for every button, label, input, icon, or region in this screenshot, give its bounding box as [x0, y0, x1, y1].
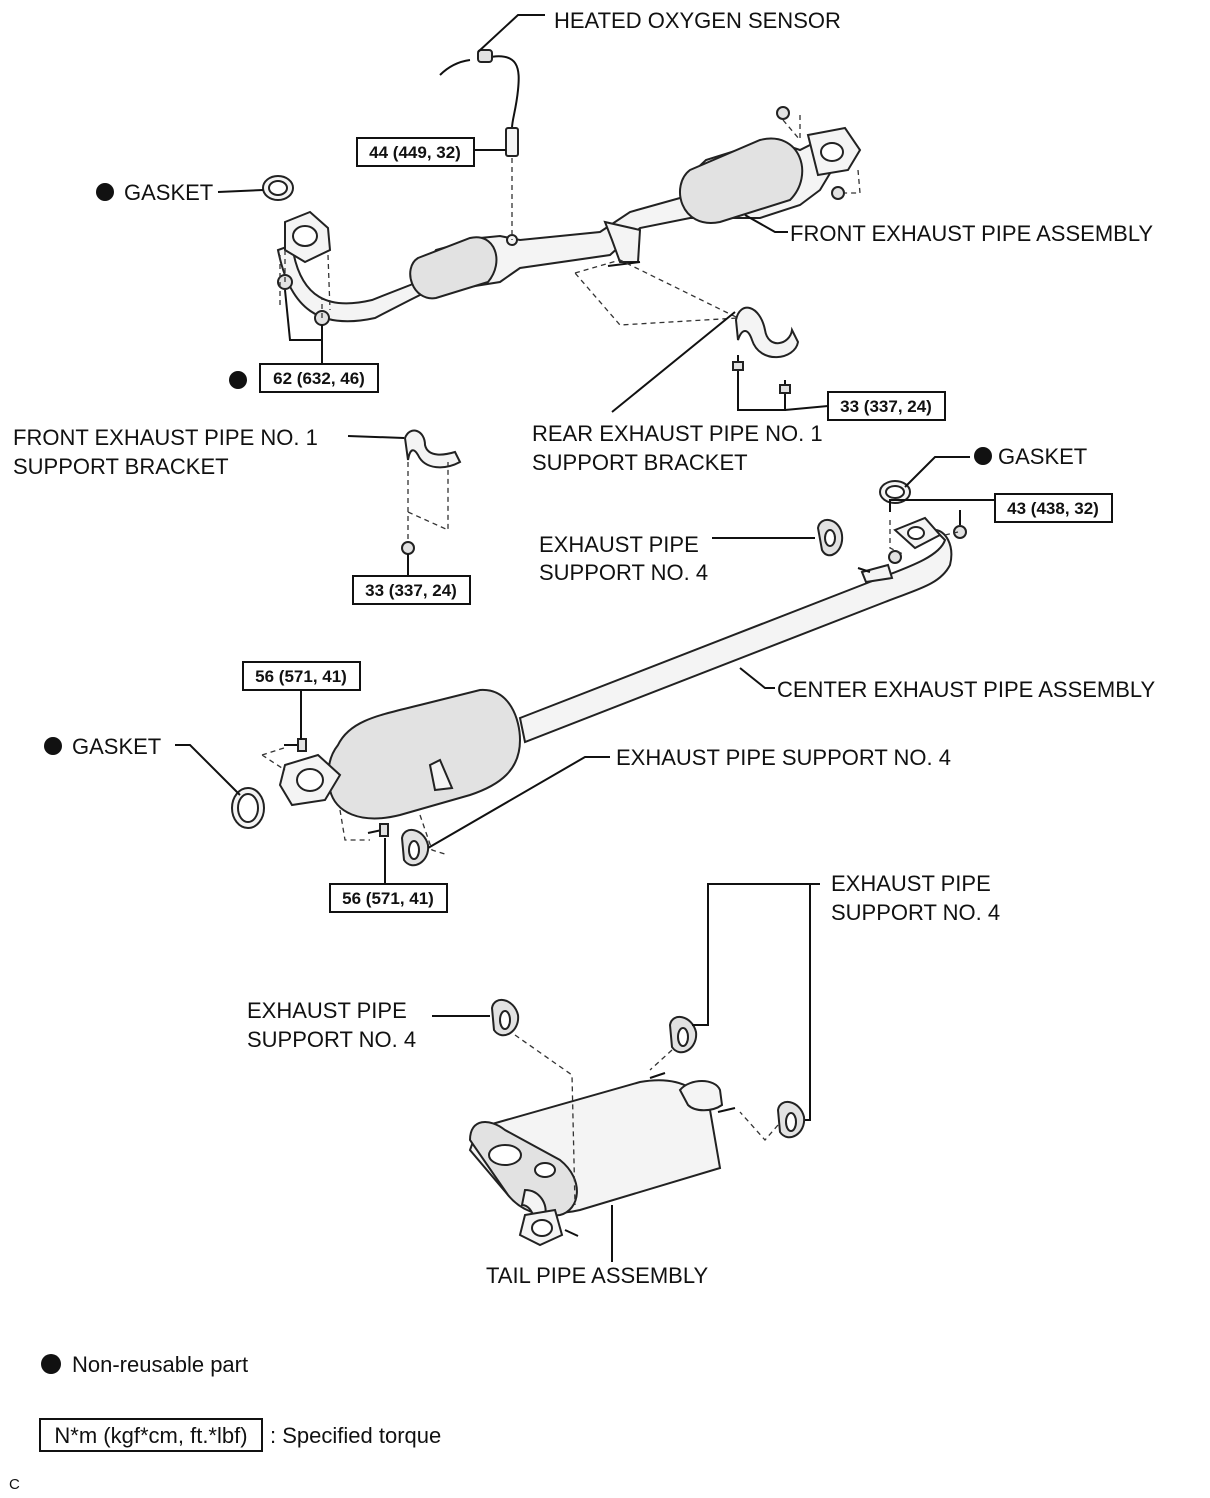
label-tail-pipe-assembly: TAIL PIPE ASSEMBLY: [486, 1263, 708, 1288]
label-heated-oxygen-sensor: HEATED OXYGEN SENSOR: [554, 8, 841, 33]
exhaust-pipe-support-no4-tail-left: [490, 999, 520, 1037]
label-front-exhaust-pipe-assembly: FRONT EXHAUST PIPE ASSEMBLY: [790, 221, 1153, 246]
label-support-no4-c-1: EXHAUST PIPE: [831, 871, 991, 896]
front-support-bracket-drawing: [401, 429, 462, 555]
torque-box-rear-flange-top: 56 (571, 41): [242, 661, 361, 691]
label-support-no4-a-1: EXHAUST PIPE: [539, 532, 699, 557]
nonreusable-dot-gasket-front: [96, 183, 114, 201]
torque-front-bracket-value: 33 (337, 24): [365, 581, 457, 600]
torque-center-front-flange-value: 43 (438, 32): [1007, 499, 1099, 518]
legend-torque-box: [39, 1418, 263, 1452]
label-support-no4-d-2: SUPPORT NO. 4: [247, 1027, 416, 1052]
leader-lines: [175, 14, 995, 1262]
torque-sensor-value: 44 (449, 32): [369, 143, 461, 162]
exhaust-pipe-support-no4-tail-mid: [668, 1016, 698, 1054]
label-rear-support-bracket-2: SUPPORT BRACKET: [532, 450, 748, 475]
label-support-no4-a-2: SUPPORT NO. 4: [539, 560, 708, 585]
label-center-exhaust-pipe-assembly: CENTER EXHAUST PIPE ASSEMBLY: [777, 677, 1156, 702]
front-exhaust-pipe-drawing: [276, 126, 862, 323]
torque-rear-bracket-value: 33 (337, 24): [840, 397, 932, 416]
torque-box-front-bracket: 33 (337, 24): [352, 575, 471, 605]
exhaust-pipe-support-no4-center: [400, 829, 430, 867]
label-front-support-bracket-1: FRONT EXHAUST PIPE NO. 1: [13, 425, 318, 450]
footer-code: C: [9, 1476, 20, 1493]
torque-box-sensor: 44 (449, 32): [356, 137, 475, 167]
center-exhaust-pipe-drawing: [278, 516, 953, 820]
legend-torque-desc: : Specified torque: [270, 1423, 441, 1448]
label-support-no4-c-2: SUPPORT NO. 4: [831, 900, 1000, 925]
nonreusable-dot-gasket-center-rear: [44, 737, 62, 755]
label-gasket-center-rear: GASKET: [72, 734, 161, 759]
exhaust-pipe-support-no4-top: [816, 519, 844, 557]
legend-nonreusable-text: Non-reusable part: [72, 1352, 248, 1377]
torque-front-flange-value: 62 (632, 46): [273, 369, 365, 388]
heated-oxygen-sensor-drawing: [439, 49, 520, 240]
nonreusable-dot-front-nuts: [229, 371, 247, 389]
torque-rear-flange-top-value: 56 (571, 41): [255, 667, 347, 686]
legend-nonreusable-dot: [41, 1354, 61, 1374]
legend-torque-unit: N*m (kgf*cm, ft.*lbf): [54, 1423, 247, 1448]
label-support-no4-d-1: EXHAUST PIPE: [247, 998, 407, 1023]
legend: Non-reusable part N*m (kgf*cm, ft.*lbf) …: [39, 1352, 441, 1452]
rear-support-bracket-drawing: [573, 259, 800, 400]
label-rear-support-bracket-1: REAR EXHAUST PIPE NO. 1: [532, 421, 823, 446]
exhaust-pipe-support-no4-tail-right: [776, 1101, 806, 1139]
label-front-support-bracket-2: SUPPORT BRACKET: [13, 454, 229, 479]
label-gasket-center-front: GASKET: [998, 444, 1087, 469]
label-support-no4-b: EXHAUST PIPE SUPPORT NO. 4: [616, 745, 951, 770]
torque-rear-flange-bottom-value: 56 (571, 41): [342, 889, 434, 908]
tail-pipe-drawing: [468, 1072, 736, 1247]
label-gasket-front: GASKET: [124, 180, 213, 205]
torque-box-center-front-flange: 43 (438, 32): [994, 493, 1113, 523]
torque-box-rear-flange-bottom: 56 (571, 41): [329, 883, 448, 913]
nonreusable-dot-gasket-center-front: [974, 447, 992, 465]
torque-box-front-flange: 62 (632, 46): [259, 363, 379, 393]
torque-box-rear-bracket: 33 (337, 24): [827, 391, 946, 421]
